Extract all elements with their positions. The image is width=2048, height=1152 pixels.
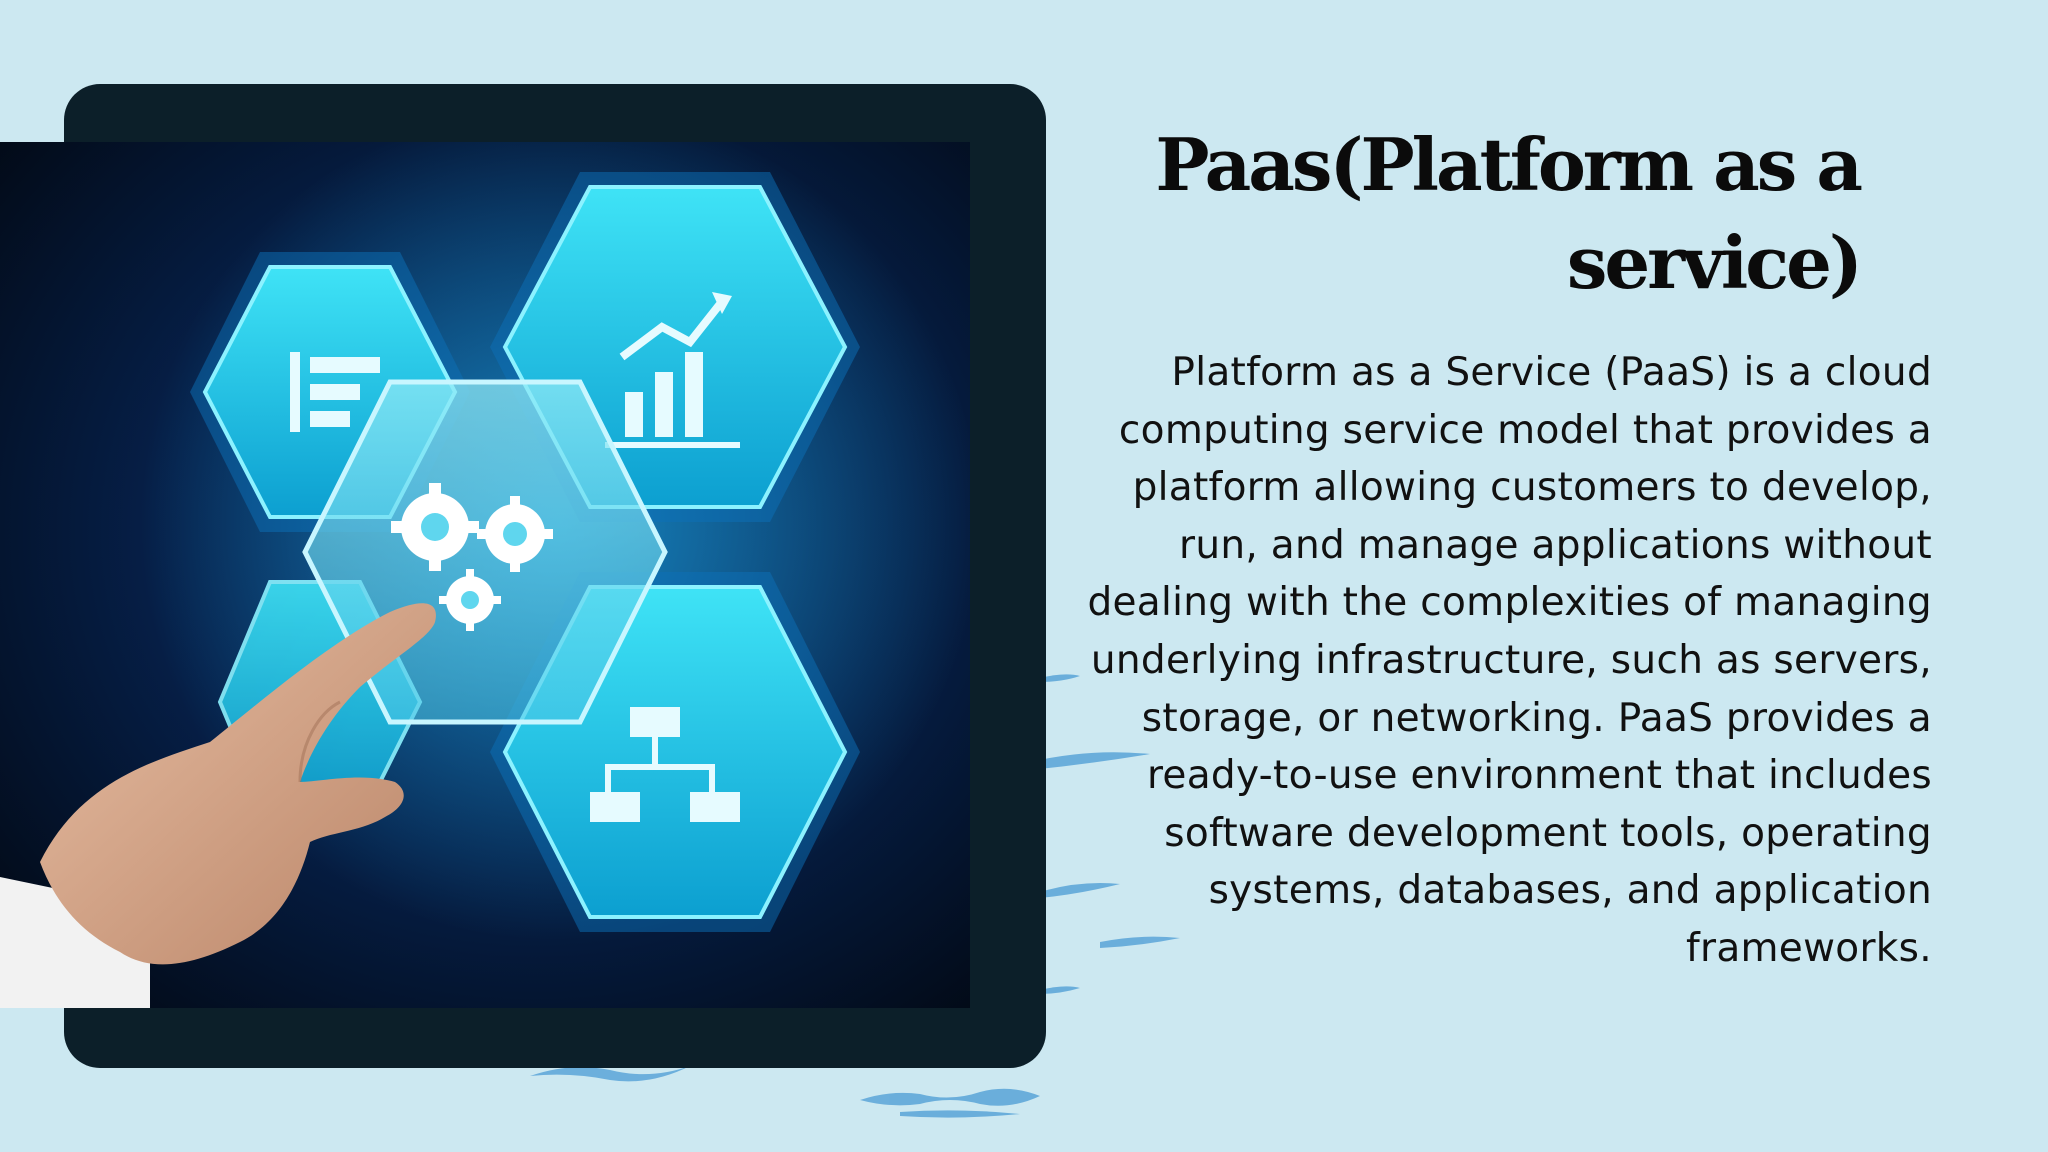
pointing-hand xyxy=(0,603,436,1008)
paas-photo xyxy=(0,142,970,1008)
slide-body: Platform as a Service (PaaS) is a cloud … xyxy=(1087,350,1932,971)
slide-title: Paas(Platform as a service) xyxy=(1155,122,1863,305)
